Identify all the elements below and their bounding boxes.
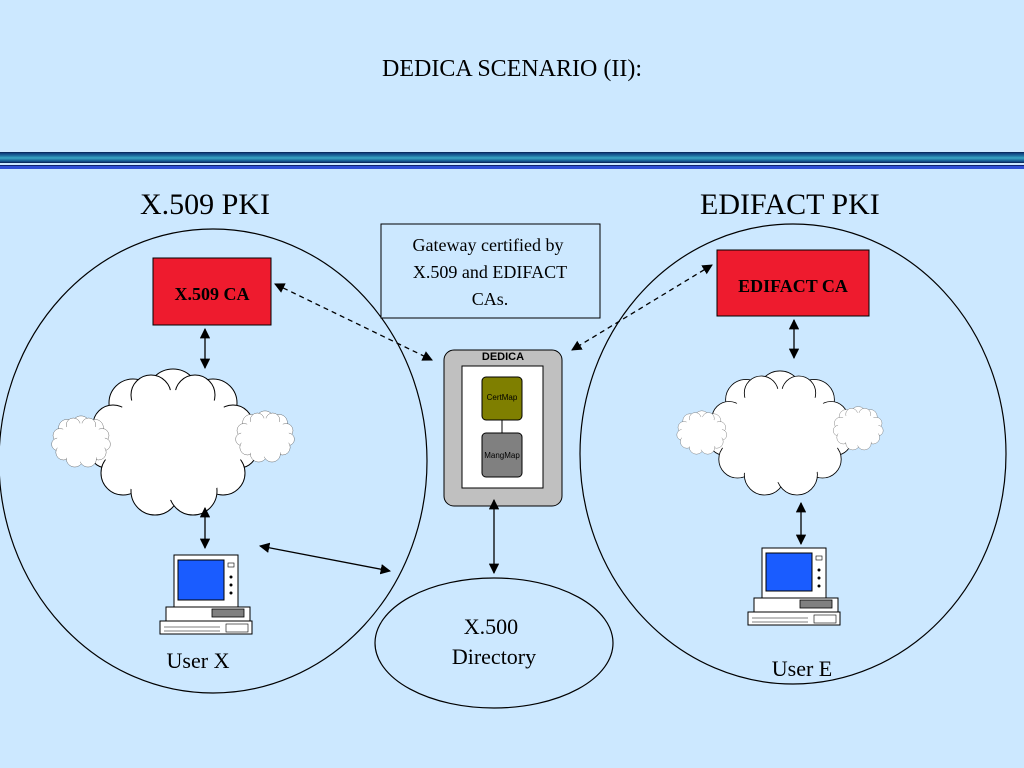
x500-directory: X.500 Directory — [374, 577, 614, 709]
user-x-computer-icon — [159, 554, 253, 635]
edifact-network-cloud — [676, 370, 884, 496]
edifact-ca-to-dedica-cert-link — [571, 264, 713, 351]
dedica-label: DEDICA — [482, 351, 524, 363]
mangmap-module — [481, 432, 523, 478]
mangmap-label: MangMap — [484, 451, 520, 460]
dedica-gateway: DEDICA CertMap MangMap — [443, 349, 563, 507]
x509-pki-heading: X.509 PKI — [140, 188, 271, 221]
certmap-label: CertMap — [487, 393, 518, 402]
x509-ca-to-dedica-cert-link — [274, 283, 433, 361]
slide-title: DEDICA SCENARIO (II): — [382, 56, 642, 82]
title-divider-thin — [0, 165, 1024, 169]
gateway-note-line-1: Gateway certified by — [413, 235, 564, 255]
edifact-pki-heading: EDIFACT PKI — [700, 188, 880, 221]
directory-label-line-2: Directory — [452, 644, 536, 669]
gateway-note-line-3: CAs. — [472, 289, 509, 309]
edifact-ca-label: EDIFACT CA — [738, 276, 848, 296]
x509-network-cloud — [51, 368, 295, 516]
gateway-note-line-2: X.509 and EDIFACT — [413, 262, 567, 282]
user-x-to-directory-link — [258, 542, 392, 575]
x509-pki-domain — [0, 228, 428, 694]
edifact-pki-domain — [579, 223, 1007, 685]
title-divider-thick — [0, 152, 1024, 163]
user-e-computer-icon — [747, 547, 841, 626]
user-e-label: User E — [772, 656, 832, 681]
directory-label-line-1: X.500 — [464, 614, 518, 639]
user-x-label: User X — [167, 648, 230, 673]
gateway-note: Gateway certified by X.509 and EDIFACT C… — [380, 223, 601, 319]
x509-ca-box: X.509 CA — [152, 257, 272, 326]
x509-ca-label: X.509 CA — [175, 284, 250, 304]
edifact-ca-box: EDIFACT CA — [716, 249, 870, 317]
